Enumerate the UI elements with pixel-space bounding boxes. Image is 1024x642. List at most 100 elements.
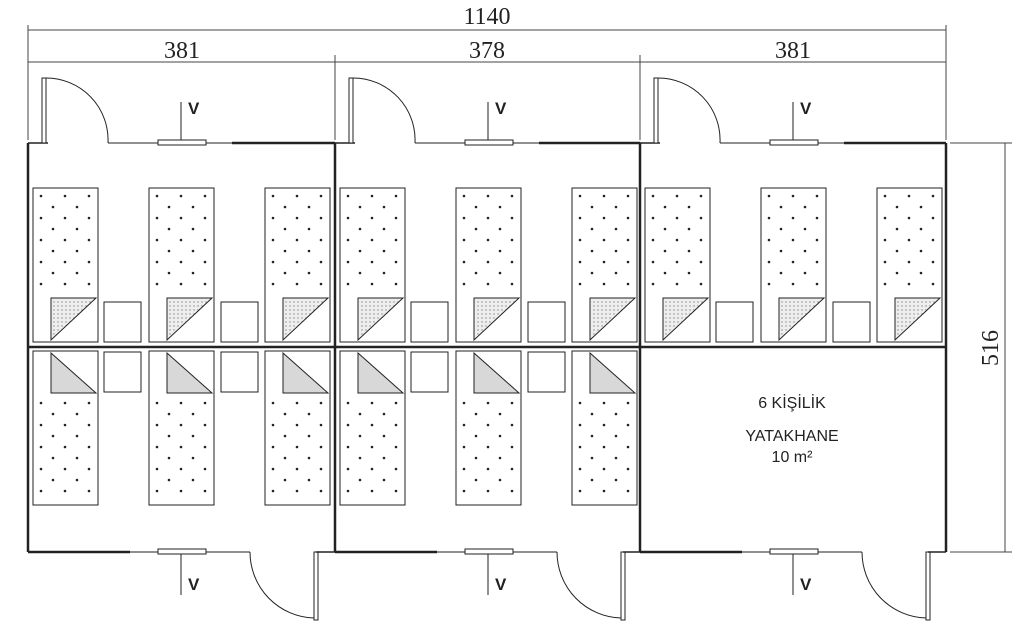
bed-dot	[675, 216, 679, 220]
bed-dot	[602, 238, 606, 242]
bed-dot	[87, 260, 91, 264]
bed-dot	[370, 489, 374, 493]
bed-dot	[39, 282, 43, 286]
bed-dot	[767, 282, 771, 286]
bed-dot	[626, 282, 630, 286]
bed-dot	[283, 434, 287, 438]
bed-dot	[474, 227, 478, 231]
bed-dot	[346, 238, 350, 242]
bed	[760, 187, 827, 343]
bed-dot	[382, 205, 386, 209]
bed-dot	[295, 423, 299, 427]
total-width-label: 1140	[463, 4, 510, 30]
bed-dot	[474, 456, 478, 460]
bed-dot	[699, 194, 703, 198]
door-jamb	[925, 551, 931, 621]
pillow	[589, 351, 637, 394]
bed-dot	[626, 401, 630, 405]
pillow	[166, 297, 214, 342]
module-3-width-label: 381	[775, 38, 811, 64]
bed-dot	[510, 423, 514, 427]
bed-dot	[346, 467, 350, 471]
bed-dot	[590, 412, 594, 416]
bed-dot	[803, 205, 807, 209]
bed-dot	[295, 467, 299, 471]
bed	[876, 187, 943, 343]
vent-label: V	[800, 99, 812, 118]
bed-dot	[191, 456, 195, 460]
bed-dot	[614, 249, 618, 253]
bed-dot	[510, 445, 514, 449]
bed-dot	[883, 238, 887, 242]
bed-dot	[614, 412, 618, 416]
bed-dot	[63, 238, 67, 242]
bed-dot	[358, 249, 362, 253]
bed-dot	[295, 194, 299, 198]
bed-dot	[283, 456, 287, 460]
vent-label: V	[495, 575, 507, 594]
bed-dot	[590, 271, 594, 275]
bed-dot	[663, 249, 667, 253]
bed-dot	[590, 456, 594, 460]
bed-dot	[39, 489, 43, 493]
bed-dot	[346, 423, 350, 427]
bed-dot	[319, 238, 323, 242]
bed	[455, 350, 522, 506]
bed-dot	[167, 434, 171, 438]
bed-dot	[883, 216, 887, 220]
bed-dot	[510, 238, 514, 242]
bed-dot	[486, 282, 490, 286]
bed-dot	[510, 489, 514, 493]
bed-dot	[486, 401, 490, 405]
bed-dot	[614, 227, 618, 231]
bed-dot	[462, 282, 466, 286]
bed-dot	[295, 401, 299, 405]
bed-dot	[203, 238, 207, 242]
bed-dot	[498, 412, 502, 416]
bed-dot	[382, 412, 386, 416]
window	[464, 139, 514, 146]
pillow	[282, 297, 330, 342]
bed-dot	[779, 271, 783, 275]
bed-dot	[626, 260, 630, 264]
bed-dot	[394, 467, 398, 471]
bed-dot	[602, 401, 606, 405]
nightstand	[527, 301, 566, 343]
bed-dot	[39, 216, 43, 220]
door-swing	[657, 77, 721, 144]
bed-dot	[167, 478, 171, 482]
bed-dot	[699, 282, 703, 286]
bed-dot	[307, 205, 311, 209]
bed-dot	[931, 216, 935, 220]
pillow	[282, 351, 330, 394]
bed-dot	[51, 205, 55, 209]
bed-dot	[63, 489, 67, 493]
nightstand	[220, 301, 259, 343]
bed-dot	[791, 260, 795, 264]
bed-dot	[295, 282, 299, 286]
bed-dot	[370, 445, 374, 449]
bed-dot	[346, 401, 350, 405]
bed-dot	[370, 260, 374, 264]
pillow	[473, 297, 521, 342]
bed-dot	[919, 205, 923, 209]
bed-dot	[191, 227, 195, 231]
pillow	[50, 297, 98, 342]
bed-dot	[179, 194, 183, 198]
pillow	[894, 297, 942, 342]
bed-dot	[907, 238, 911, 242]
bed-dot	[346, 260, 350, 264]
bed-dot	[919, 271, 923, 275]
bed-dot	[370, 238, 374, 242]
bed-dot	[155, 216, 159, 220]
bed-dot	[602, 282, 606, 286]
bed-dot	[907, 216, 911, 220]
module-2-width-label: 378	[469, 38, 505, 64]
bed-dot	[63, 282, 67, 286]
bed-dot	[791, 216, 795, 220]
bed-dot	[590, 205, 594, 209]
bed-dot	[155, 423, 159, 427]
bed-dot	[815, 238, 819, 242]
nightstand	[410, 301, 449, 343]
bed-dot	[271, 423, 275, 427]
